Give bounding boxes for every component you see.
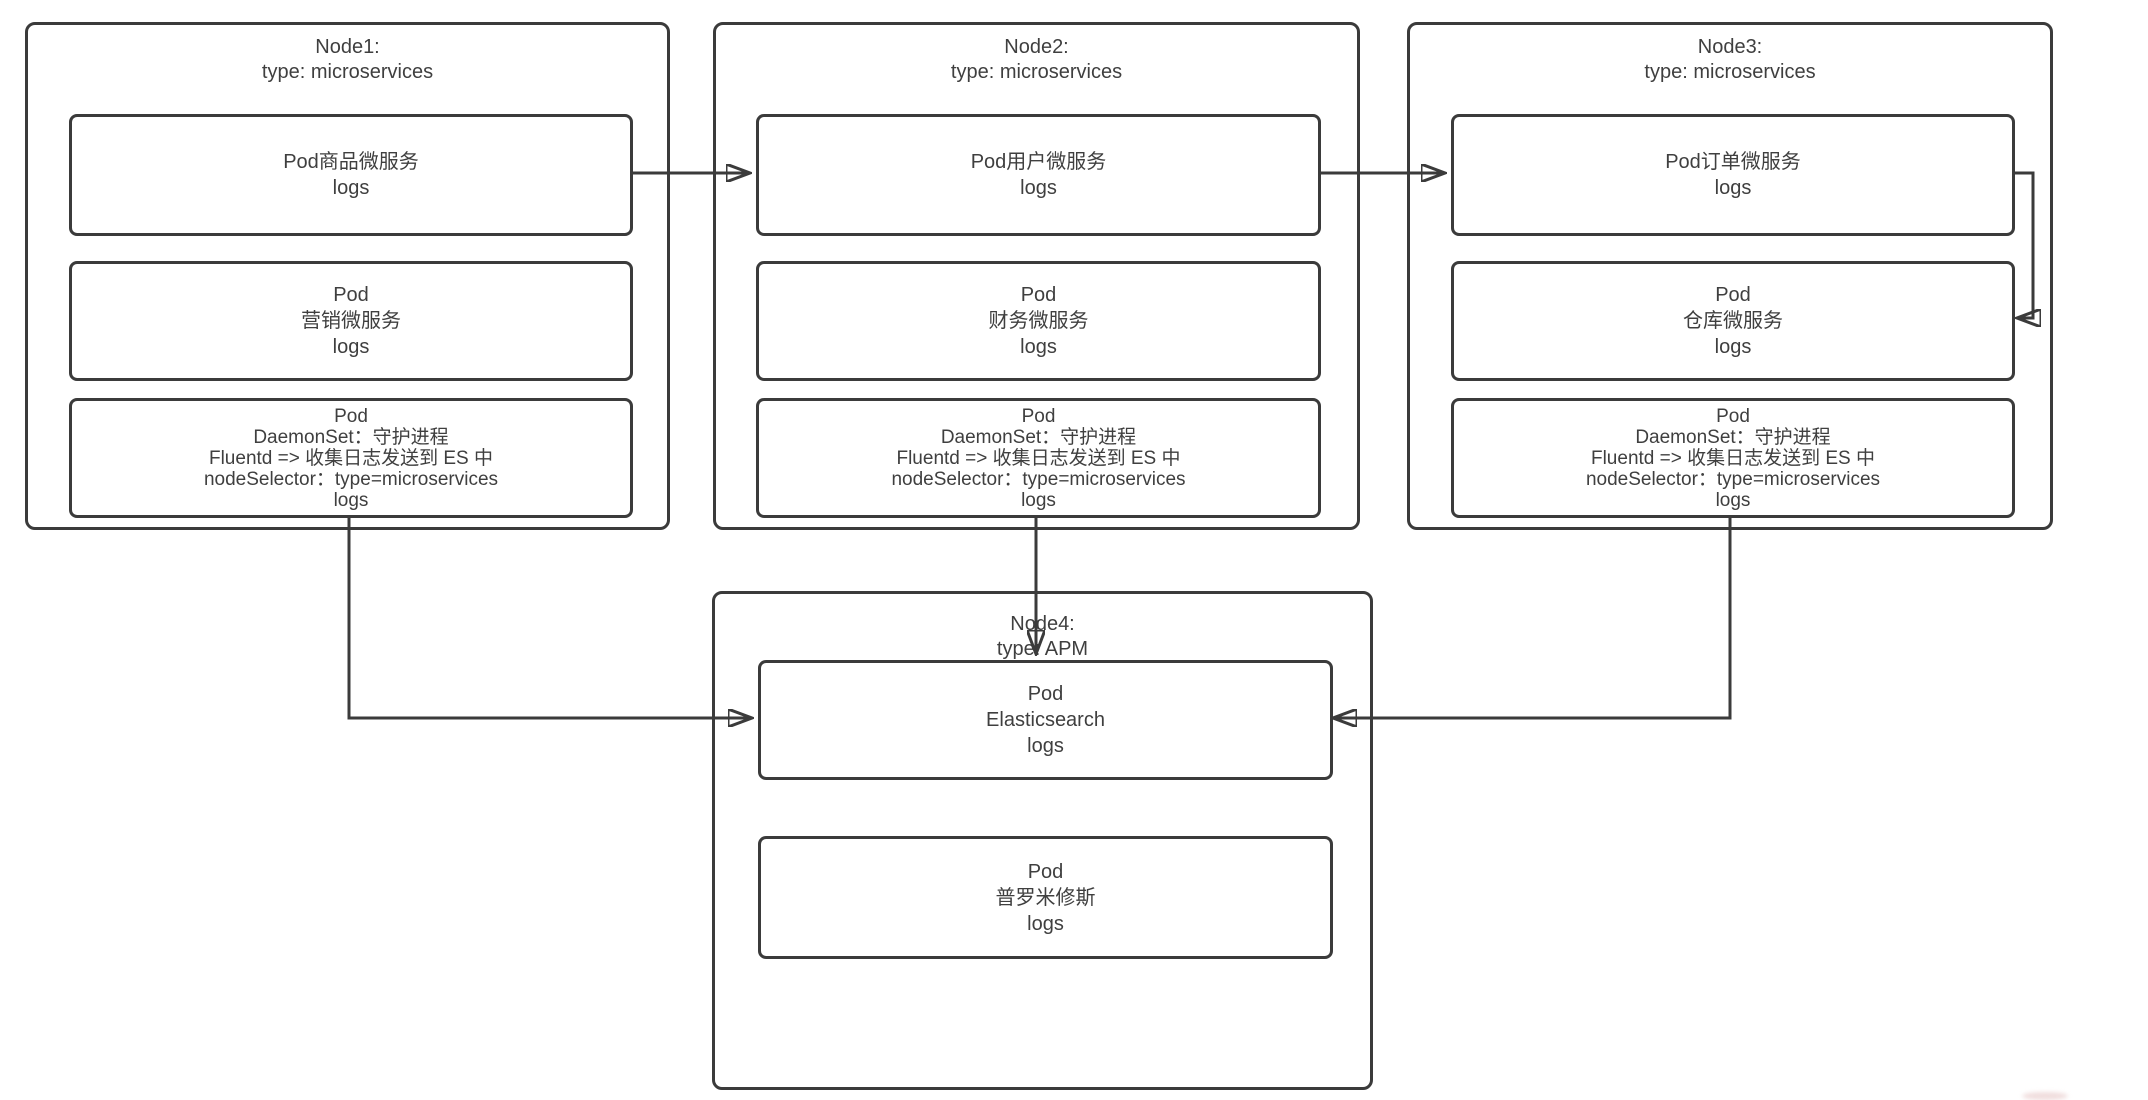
node1-title-line2: type: microservices [261,61,434,83]
pod-line: Pod用户微服务 [970,151,1107,173]
node4-container: Node4: type: APM Pod Elasticsearch logs … [712,591,1373,1090]
pod-line: Pod [1021,405,1056,427]
node1-pod-marketing-service: Pod 营销微服务 logs [69,261,633,381]
pod-line: nodeSelector：type=microservices [891,468,1186,490]
node3-pod-order-service: Pod订单微服务 logs [1451,114,2015,236]
node3-title: Node3: type: microservices [1410,35,2050,85]
node1-pod-daemonset-fluentd: Pod DaemonSet：守护进程 Fluentd => 收集日志发送到 ES… [69,398,633,518]
pod-line: nodeSelector：type=microservices [203,468,499,490]
node1-title: Node1: type: microservices [28,35,667,85]
pod-line: 财务微服务 [988,310,1089,332]
pod-line: logs [1714,336,1752,358]
pod-line: logs [1020,177,1057,199]
pod-line: 仓库微服务 [1683,310,1783,332]
pod-line: Pod [333,284,369,306]
pod-line: Pod [1715,284,1751,306]
node2-title-line2: type: microservices [950,61,1123,83]
pod-line: DaemonSet：守护进程 [253,426,449,448]
pod-line: logs [1021,489,1056,511]
pod-line: Pod [1020,284,1057,306]
pod-line: DaemonSet：守护进程 [1635,426,1831,448]
pod-line: Elasticsearch [986,709,1105,731]
pod-line: Fluentd => 收集日志发送到 ES 中 [896,447,1181,469]
node2-title: Node2: type: microservices [716,35,1357,85]
node3-title-line1: Node3: [1697,36,1763,58]
node2-container: Node2: type: microservices Pod用户微服务 logs… [713,22,1360,530]
pod-line: Pod订单微服务 [1665,151,1801,173]
node2-pod-daemonset-fluentd: Pod DaemonSet：守护进程 Fluentd => 收集日志发送到 ES… [756,398,1321,518]
pod-line: logs [1020,336,1057,358]
pod-line: nodeSelector：type=microservices [1585,468,1881,490]
node3-pod-daemonset-fluentd: Pod DaemonSet：守护进程 Fluentd => 收集日志发送到 ES… [1451,398,2015,518]
pod-line: logs [1714,177,1752,199]
node3-container: Node3: type: microservices Pod订单微服务 logs… [1407,22,2053,530]
pod-line: Pod [1716,405,1750,427]
pod-line: 普罗米修斯 [995,886,1096,909]
node2-pod-finance-service: Pod 财务微服务 logs [756,261,1321,381]
node1-pod-product-service: Pod商品微服务 logs [69,114,633,236]
pod-line: Pod [1027,860,1064,883]
node2-pod-user-service: Pod用户微服务 logs [756,114,1321,236]
corner-artifact [2022,1092,2068,1100]
pod-line: logs [333,489,369,511]
node2-title-line1: Node2: [1004,36,1069,58]
pod-line: Pod商品微服务 [283,151,419,173]
node3-title-line2: type: microservices [1644,61,1816,83]
pod-line: Fluentd => 收集日志发送到 ES 中 [208,447,494,469]
pod-line: logs [1027,735,1064,757]
arrow-node1-fluentd-to-elasticsearch [347,517,752,718]
node4-title-line1: Node4: [1010,613,1075,635]
node4-pod-elasticsearch: Pod Elasticsearch logs [758,660,1333,780]
node4-pod-prometheus: Pod 普罗米修斯 logs [758,836,1333,959]
pod-line: 营销微服务 [301,310,401,332]
node3-pod-warehouse-service: Pod 仓库微服务 logs [1451,261,2015,381]
pod-line: Pod [1027,683,1064,705]
pod-line: logs [332,336,370,358]
node1-title-line1: Node1: [315,36,380,58]
pod-line: logs [1027,912,1064,935]
pod-line: logs [1715,489,1751,511]
pod-line: Fluentd => 收集日志发送到 ES 中 [1590,447,1876,469]
node1-container: Node1: type: microservices Pod商品微服务 logs… [25,22,670,530]
node4-title: Node4: type: APM [715,612,1370,662]
pod-line: Pod [334,405,368,427]
pod-line: DaemonSet：守护进程 [940,426,1137,448]
pod-line: logs [332,177,370,199]
arrow-node3-fluentd-to-elasticsearch [1333,517,1732,718]
node4-title-line2: type: APM [996,638,1089,660]
